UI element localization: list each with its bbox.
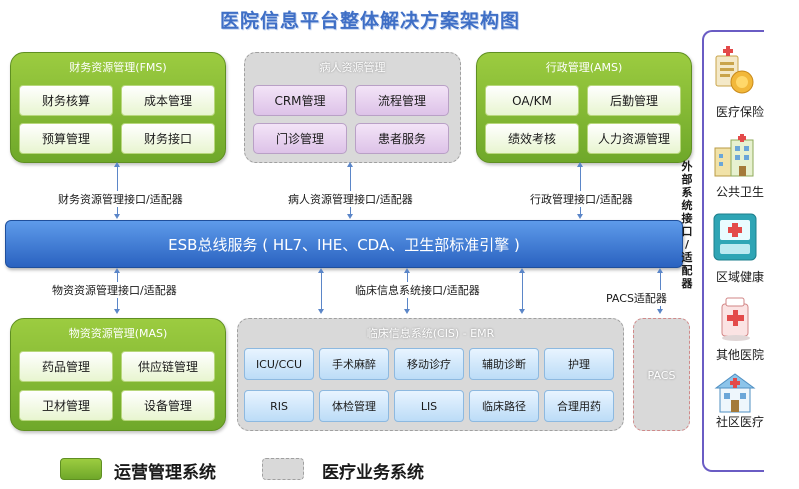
patient-title: 病人资源管理 [319, 61, 386, 74]
external-interface-char: 口 [681, 225, 693, 238]
patient-panel: 病人资源管理 CRM管理 流程管理 门诊管理 患者服务 [244, 52, 461, 163]
mas-item: 供应链管理 [121, 351, 215, 382]
public-health-icon [711, 134, 759, 178]
external-interface-char: 接 [681, 212, 693, 225]
patient-interface-label: 病人资源管理接口/适配器 [288, 191, 413, 207]
cis-interface-label: 临床信息系统接口/适配器 [355, 282, 480, 298]
external-interface-char: 系 [681, 186, 693, 199]
community-clinic-icon [712, 370, 758, 414]
esb-bus: ESB总线服务 ( HL7、IHE、CDA、卫生部标准引擎 ) [5, 220, 683, 268]
legend-label-ops: 运营管理系统 [114, 463, 216, 483]
fms-item: 财务核算 [19, 85, 113, 116]
external-interface-char: 统 [681, 199, 693, 212]
patient-connector [347, 162, 353, 219]
cis-item: 移动诊疗 [394, 348, 464, 380]
regional-health-icon [712, 210, 758, 262]
hospital-icon [716, 294, 756, 342]
fms-item: 财务接口 [121, 123, 215, 154]
ams-connector [577, 162, 583, 219]
fms-item: 预算管理 [19, 123, 113, 154]
pacs-panel: PACS [633, 318, 690, 431]
legend-label-medical: 医疗业务系统 [322, 463, 424, 483]
external-systems-bracket [702, 30, 764, 472]
cis-item: 护理 [544, 348, 614, 380]
external-interface-char: 器 [681, 277, 693, 290]
ams-item: OA/KM [485, 85, 579, 116]
ams-item: 绩效考核 [485, 123, 579, 154]
cis-connector-right [519, 268, 525, 314]
ams-title: 行政管理(AMS) [545, 61, 623, 74]
pacs-interface-label: PACS适配器 [606, 290, 667, 306]
fms-interface-label: 财务资源管理接口/适配器 [58, 191, 183, 207]
fms-connector [114, 162, 120, 219]
cis-item: 合理用药 [544, 390, 614, 422]
patient-item: 流程管理 [355, 85, 449, 116]
external-label: 医疗保险 [715, 105, 764, 119]
cis-item: LIS [394, 390, 464, 422]
external-label: 其他医院 [715, 348, 764, 362]
insurance-icon [712, 44, 756, 96]
external-label: 社区医疗 [715, 415, 764, 429]
external-interface-char: 配 [681, 264, 693, 277]
ams-panel: 行政管理(AMS) OA/KM 后勤管理 绩效考核 人力资源管理 [476, 52, 692, 163]
external-label: 区域健康 [715, 270, 764, 284]
external-interface-label: 外 部 系 统 接 口 / 适 配 器 [680, 160, 694, 290]
cis-connector-left [318, 268, 324, 314]
external-interface-char: / [684, 238, 690, 251]
external-interface-char: 部 [681, 173, 693, 186]
fms-title: 财务资源管理(FMS) [69, 61, 167, 74]
mas-interface-label: 物资资源管理接口/适配器 [52, 282, 177, 298]
patient-item: 患者服务 [355, 123, 449, 154]
pacs-label: PACS [647, 369, 676, 382]
cis-title: 临床信息系统(CIS) - EMR [366, 327, 495, 340]
diagram-title: 医院信息平台整体解决方案架构图 [219, 10, 520, 32]
external-interface-char: 适 [681, 251, 693, 264]
ams-interface-label: 行政管理接口/适配器 [530, 191, 633, 207]
cis-item: ICU/CCU [244, 348, 314, 380]
patient-item: 门诊管理 [253, 123, 347, 154]
legend-swatch-ops [60, 458, 102, 480]
cis-item: RIS [244, 390, 314, 422]
cis-item: 辅助诊断 [469, 348, 539, 380]
patient-item: CRM管理 [253, 85, 347, 116]
ams-item: 人力资源管理 [587, 123, 681, 154]
mas-item: 卫材管理 [19, 390, 113, 421]
mas-item: 药品管理 [19, 351, 113, 382]
cis-panel: 临床信息系统(CIS) - EMR ICU/CCU 手术麻醉 移动诊疗 辅助诊断… [237, 318, 624, 431]
external-label: 公共卫生 [715, 185, 764, 199]
cis-item: 体检管理 [319, 390, 389, 422]
fms-item: 成本管理 [121, 85, 215, 116]
legend-swatch-medical [262, 458, 304, 480]
cis-item: 手术麻醉 [319, 348, 389, 380]
fms-panel: 财务资源管理(FMS) 财务核算 成本管理 预算管理 财务接口 [10, 52, 226, 163]
ams-item: 后勤管理 [587, 85, 681, 116]
mas-title: 物资资源管理(MAS) [68, 327, 168, 340]
esb-label: ESB总线服务 ( HL7、IHE、CDA、卫生部标准引擎 ) [168, 235, 520, 254]
mas-panel: 物资资源管理(MAS) 药品管理 供应链管理 卫材管理 设备管理 [10, 318, 226, 431]
cis-item: 临床路径 [469, 390, 539, 422]
external-interface-char: 外 [681, 160, 693, 173]
mas-item: 设备管理 [121, 390, 215, 421]
